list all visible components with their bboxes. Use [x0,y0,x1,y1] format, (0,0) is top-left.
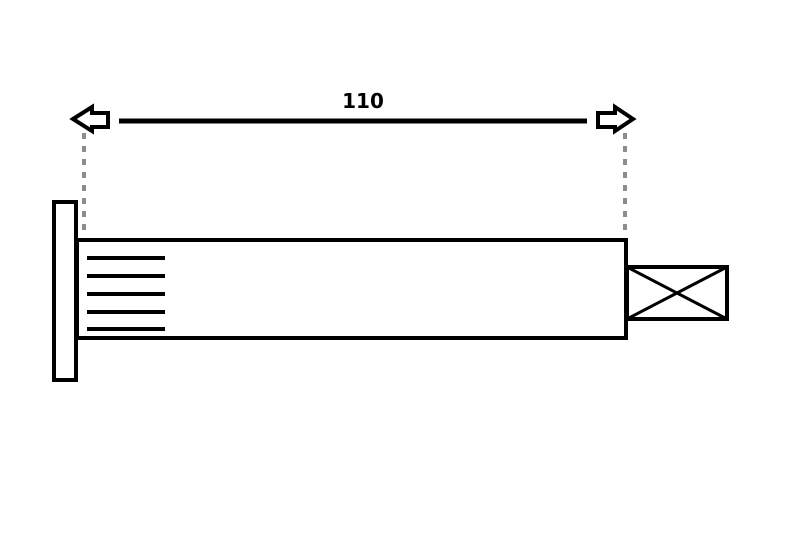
dimension-annotation: 110 [69,89,637,232]
graduation-marks [87,256,165,331]
barrel [75,238,628,340]
tip-cross-line [626,265,728,321]
dimension-value-label: 110 [342,89,384,113]
syringe [52,200,729,382]
flange [52,200,78,382]
tip-connector [625,265,729,321]
right-arrow-icon [596,103,637,135]
left-arrow-icon [69,103,110,135]
